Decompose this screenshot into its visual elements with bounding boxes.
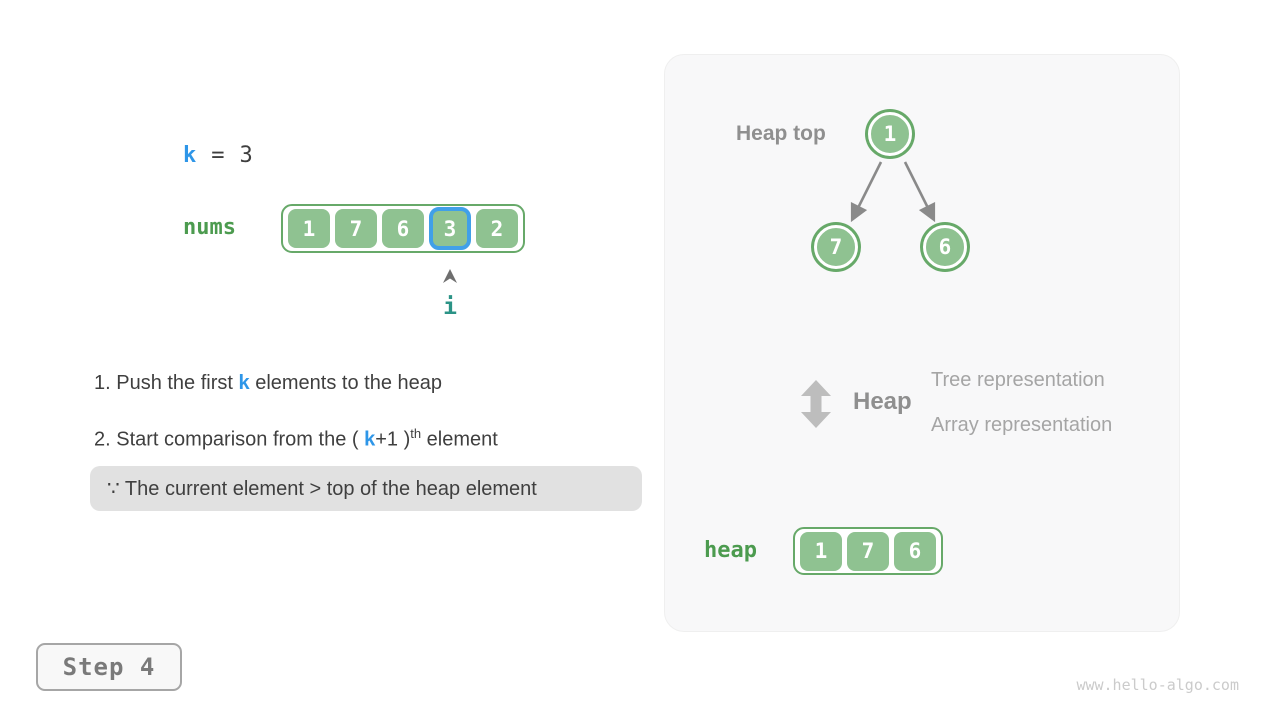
heap-word-label: Heap bbox=[853, 388, 912, 415]
heap-cell: 6 bbox=[894, 531, 936, 571]
instruction-step-2: 2. Start comparison from the ( k+1 )th e… bbox=[94, 426, 498, 452]
heap-top-label: Heap top bbox=[736, 122, 826, 145]
step1-text-end: elements to the heap bbox=[249, 372, 442, 394]
heap-visualization-panel: Heap top 1 7 6 Heap Tree representation … bbox=[664, 54, 1180, 632]
tree-node-left-child: 7 bbox=[814, 225, 858, 269]
array-representation-label: Array representation bbox=[931, 414, 1113, 436]
step1-k-variable: k bbox=[238, 372, 250, 394]
nums-cell: 6 bbox=[382, 209, 424, 248]
step2-text-end: element bbox=[421, 428, 498, 451]
nums-cell: 2 bbox=[476, 209, 518, 248]
equals-sign: = bbox=[211, 143, 225, 168]
heap-array-label: heap bbox=[704, 538, 757, 563]
nums-cell: 3 bbox=[429, 207, 471, 250]
condition-note: ∵ The current element > top of the heap … bbox=[90, 466, 642, 511]
nums-cell: 7 bbox=[335, 209, 377, 248]
heap-cell: 1 bbox=[800, 531, 842, 571]
tree-representation-label: Tree representation bbox=[931, 369, 1105, 391]
step2-k-variable: k bbox=[364, 428, 376, 451]
index-pointer-label: i bbox=[443, 294, 457, 320]
step2-text-mid: +1 ) bbox=[375, 428, 411, 451]
nums-array-label: nums bbox=[183, 215, 236, 240]
watermark: www.hello-algo.com bbox=[1076, 676, 1239, 694]
step2-text: 2. Start comparison from the ( bbox=[94, 428, 365, 451]
heap-cell: 7 bbox=[847, 531, 889, 571]
step1-text: 1. Push the first bbox=[94, 372, 239, 394]
step2-ordinal-superscript: th bbox=[410, 426, 422, 441]
updown-arrow-icon bbox=[801, 380, 831, 428]
k-assignment: k = 3 bbox=[183, 143, 253, 168]
nums-cell: 1 bbox=[288, 209, 330, 248]
k-variable: k bbox=[183, 143, 197, 168]
tree-node-right-child: 6 bbox=[923, 225, 967, 269]
step-badge: Step 4 bbox=[36, 643, 182, 691]
index-pointer-arrow-icon bbox=[443, 269, 457, 283]
tree-node-root: 1 bbox=[868, 112, 912, 156]
k-value: 3 bbox=[239, 143, 253, 168]
instruction-step-1: 1. Push the first k elements to the heap bbox=[94, 372, 442, 395]
